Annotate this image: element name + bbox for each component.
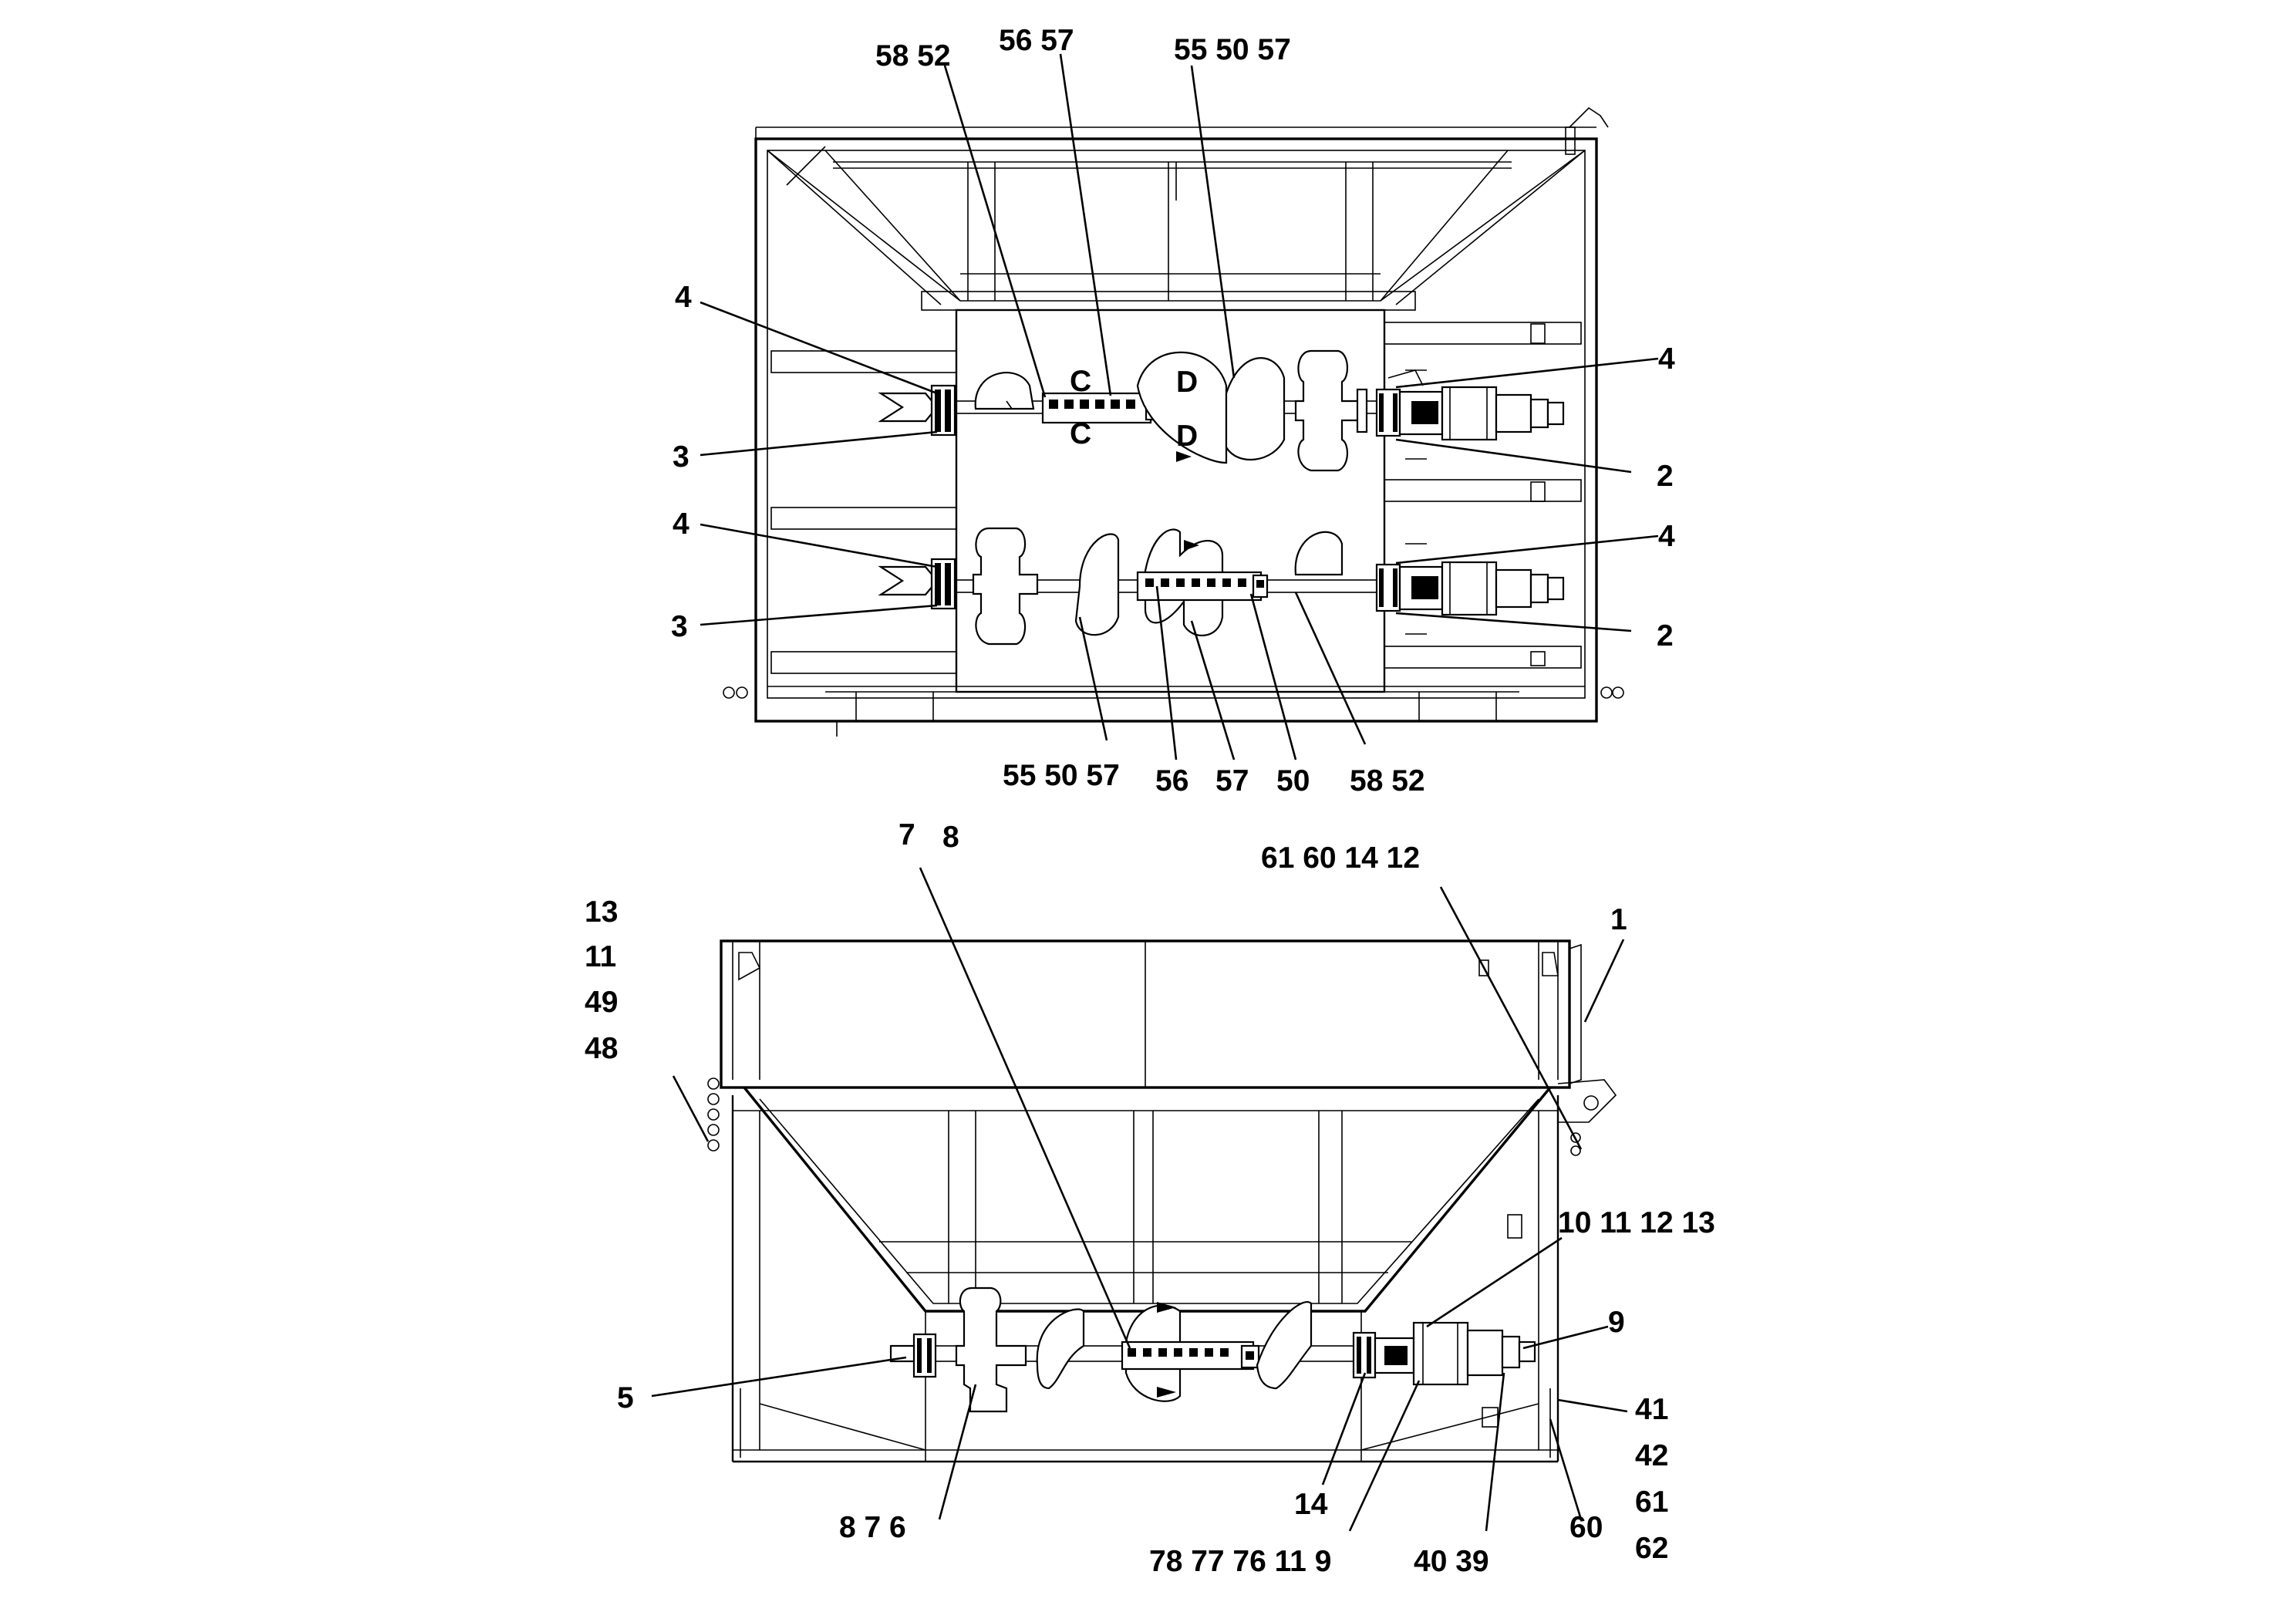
callout-61-60-14-12: 61 60 14 12	[1261, 841, 1420, 875]
callout-8-7-6: 8 7 6	[839, 1511, 906, 1544]
callout-4-left-lower: 4	[673, 508, 689, 541]
callout-40-39: 40 39	[1414, 1545, 1489, 1578]
callout-8-top: 8	[942, 821, 959, 854]
section-mark-d2: D	[1176, 420, 1198, 453]
callout-1-right: 1	[1610, 903, 1627, 936]
callout-58-52-top: 58 52	[875, 39, 951, 73]
side-view-leaders	[651, 867, 1628, 1532]
callout-3-left-lower: 3	[671, 610, 688, 643]
callout-55-50-57-top: 55 50 57	[1174, 33, 1291, 66]
callout-50-bottom: 50	[1276, 764, 1310, 798]
top-upper-auger: C C D D	[878, 349, 1565, 472]
callout-2-right-upper: 2	[1657, 460, 1674, 493]
callout-5-left: 5	[617, 1381, 634, 1415]
callout-56-bottom: 56	[1155, 764, 1188, 798]
callout-62-right: 62	[1635, 1532, 1668, 1565]
callout-60-bottom: 60	[1569, 1511, 1603, 1544]
top-view: C C D D	[700, 53, 1659, 760]
callout-49-left: 49	[585, 986, 618, 1019]
callout-13-left: 13	[585, 895, 618, 929]
side-view	[651, 867, 1628, 1532]
callout-78-77-76-11-9: 78 77 76 11 9	[1149, 1545, 1331, 1578]
callout-4-right-upper: 4	[1658, 342, 1675, 376]
section-mark-c2: C	[1070, 417, 1091, 450]
callout-4-left-upper: 4	[675, 281, 692, 314]
callout-7-top: 7	[899, 818, 915, 851]
callout-55-50-57-bottom: 55 50 57	[1003, 759, 1120, 792]
top-lower-auger	[878, 527, 1565, 646]
top-view-leaders	[700, 53, 1659, 760]
callout-10-11-12-13: 10 11 12 13	[1558, 1206, 1715, 1239]
callout-48-left: 48	[585, 1032, 618, 1065]
callout-4-right-lower: 4	[1658, 520, 1675, 553]
section-mark-d1: D	[1176, 366, 1198, 399]
callout-61-right: 61	[1635, 1485, 1668, 1519]
side-auger	[889, 1286, 1536, 1413]
callout-labels: 58 52 56 57 55 50 57 4 3 4 3 4 2 4 2 55 …	[585, 24, 1715, 1578]
section-mark-c1: C	[1070, 365, 1091, 398]
callout-2-right-lower: 2	[1657, 619, 1674, 653]
callout-14-bottom: 14	[1294, 1488, 1328, 1521]
callout-11-left: 11	[585, 940, 616, 973]
callout-41-right: 41	[1635, 1393, 1668, 1426]
callout-3-left-upper: 3	[673, 440, 689, 474]
callout-58-52-bottom: 58 52	[1350, 764, 1425, 798]
top-view-frame	[723, 106, 1624, 737]
callout-57-bottom: 57	[1215, 764, 1249, 798]
callout-42-right: 42	[1635, 1439, 1668, 1472]
callout-9-right: 9	[1608, 1306, 1625, 1339]
side-coupling	[1121, 1340, 1260, 1371]
callout-56-57-top: 56 57	[999, 24, 1074, 57]
